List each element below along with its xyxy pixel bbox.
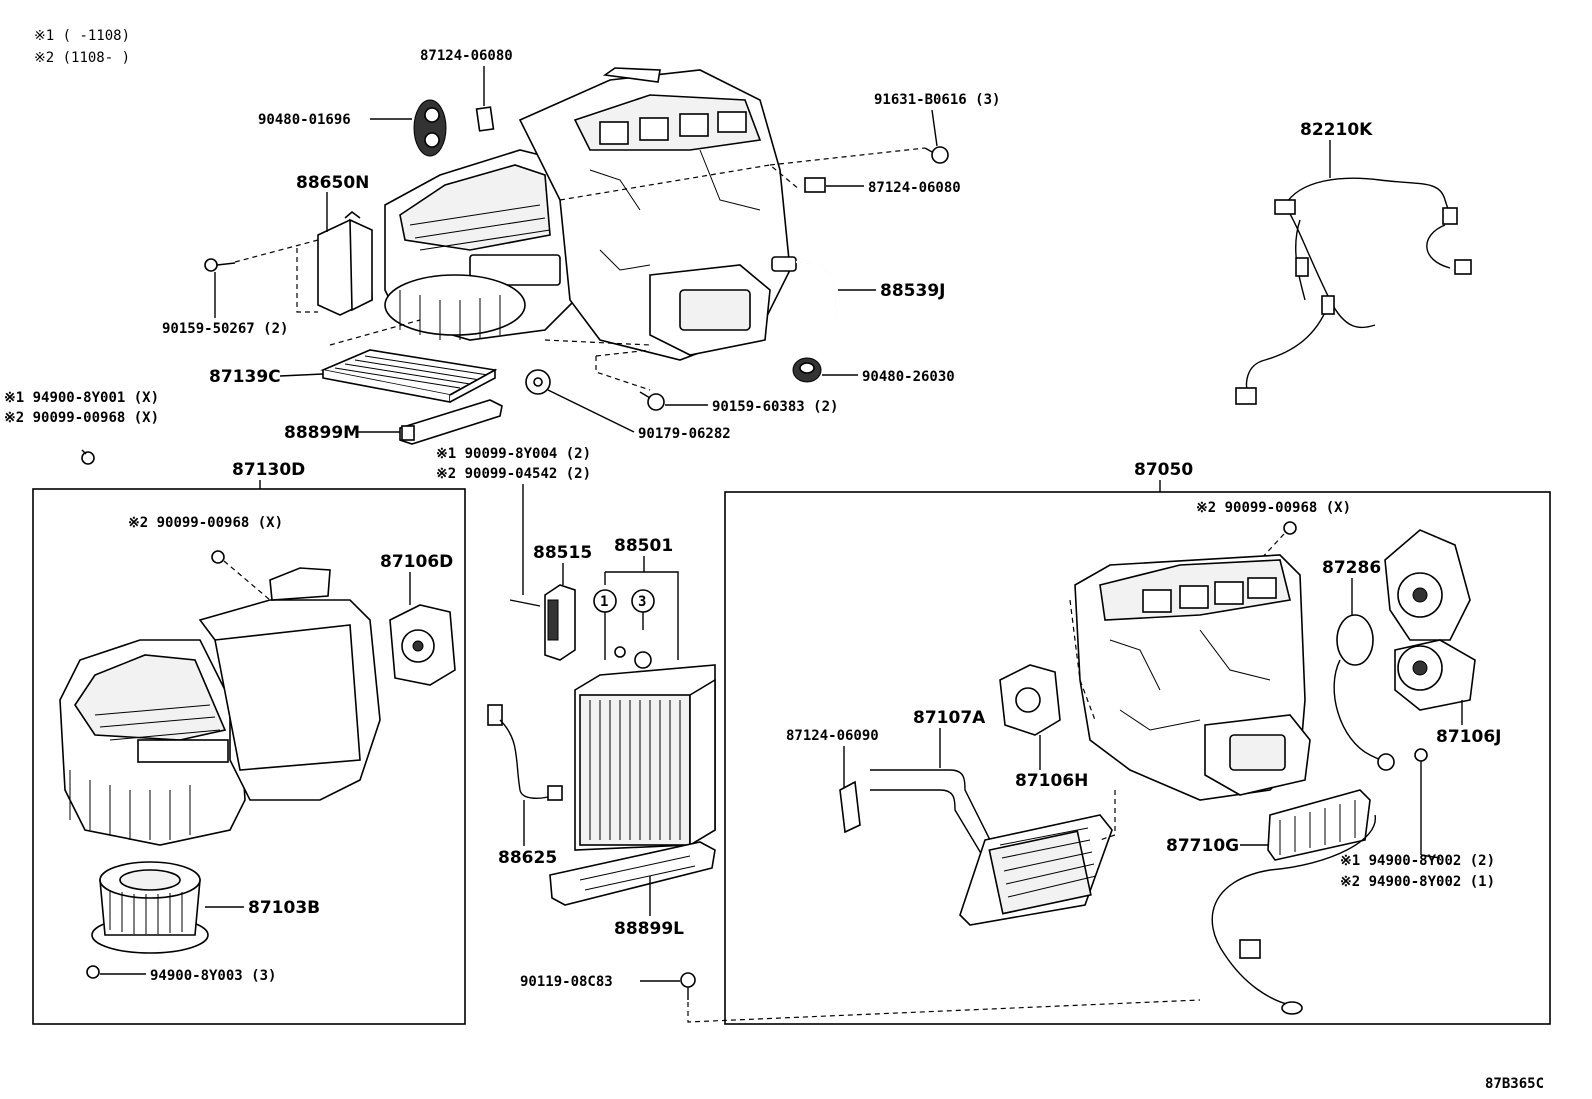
thermistor-88625: [487, 704, 563, 801]
label-87139c[interactable]: 87139C: [209, 367, 281, 387]
label-90099-00968-box1[interactable]: ※2 90099-00968 (X): [128, 515, 283, 531]
servo-motor-87106d: [389, 604, 456, 686]
evaporator-88501: [574, 664, 716, 851]
label-88899m[interactable]: 88899M: [284, 423, 360, 443]
grommet-90480-26030: [792, 357, 822, 383]
label-94900-8y001[interactable]: ※1 94900-8Y001 (X): [4, 390, 159, 406]
label-90179-06282[interactable]: 90179-06282: [638, 426, 731, 442]
heater-core-87107a: [870, 769, 1113, 926]
pad-87124-06080-top: [475, 106, 495, 132]
amplifier-88650n: [317, 210, 373, 316]
label-87103b[interactable]: 87103B: [248, 898, 320, 918]
screw-94900-8y003: [86, 965, 100, 979]
air-filter-87139c: [320, 349, 498, 403]
screw-90159-60383: [639, 391, 665, 411]
callout-1-text: 1: [600, 594, 608, 610]
label-87106d[interactable]: 87106D: [380, 552, 453, 572]
pad-87124-06090: [839, 780, 861, 834]
note-1: ※1 ( -1108): [34, 28, 130, 44]
cover-88899m: [399, 399, 503, 445]
group-box-87050: [724, 491, 1551, 1025]
label-90480-26030[interactable]: 90480-26030: [862, 369, 955, 385]
wire-harness-82210k: [1235, 177, 1472, 405]
label-88515[interactable]: 88515: [533, 543, 592, 563]
label-87124-06080-right[interactable]: 87124-06080: [868, 180, 961, 196]
nut-90179-06282: [525, 369, 551, 395]
grommet-90480-01696: [413, 99, 447, 157]
label-90119-08c83[interactable]: 90119-08C83: [520, 974, 613, 990]
label-82210k[interactable]: 82210K: [1300, 120, 1373, 140]
drain-hose-88539j: [771, 256, 838, 361]
label-87710g[interactable]: 87710G: [1166, 836, 1239, 856]
screw-94900-8y001: [81, 449, 95, 465]
label-94900-8y002-b[interactable]: ※2 94900-8Y002 (1): [1340, 874, 1495, 890]
screw-94900-8y002: [1414, 748, 1428, 762]
label-87124-06090[interactable]: 87124-06090: [786, 728, 879, 744]
label-87124-06080-top[interactable]: 87124-06080: [420, 48, 513, 64]
group-box-87130d: [32, 488, 466, 1025]
label-87107a[interactable]: 87107A: [913, 708, 986, 728]
label-94900-8y002-a[interactable]: ※1 94900-8Y002 (2): [1340, 853, 1495, 869]
cover-88899l: [549, 841, 716, 906]
expansion-valve-88515: [544, 584, 576, 661]
label-88501[interactable]: 88501: [614, 536, 673, 556]
label-90159-60383[interactable]: 90159-60383 (2): [712, 399, 838, 415]
heater-blower-assembly-illustration: [384, 67, 791, 361]
label-88650n[interactable]: 88650N: [296, 173, 369, 193]
label-94900-8y003[interactable]: 94900-8Y003 (3): [150, 968, 276, 984]
pad-87124-06080-right: [804, 177, 826, 193]
note-2: ※2 (1108- ): [34, 50, 130, 66]
label-90099-00968-box2[interactable]: ※2 90099-00968 (X): [1196, 500, 1351, 516]
figure-code: 87B365C: [1485, 1076, 1544, 1092]
label-91631-b0616[interactable]: 91631-B0616 (3): [874, 92, 1000, 108]
servo-motor-87106h: [999, 664, 1061, 736]
bolt-90099-8y004: [509, 599, 541, 607]
label-90099-00968-left[interactable]: ※2 90099-00968 (X): [4, 410, 159, 426]
blower-motor-plate-87286: [1333, 614, 1395, 771]
screw-90159-50267: [204, 258, 236, 272]
label-87130d[interactable]: 87130D: [232, 460, 305, 480]
label-87286[interactable]: 87286: [1322, 558, 1381, 578]
callout-3-text: 3: [638, 594, 646, 610]
label-87106j[interactable]: 87106J: [1436, 727, 1501, 747]
label-88625[interactable]: 88625: [498, 848, 557, 868]
screw-90099-00968-box2: [1283, 521, 1297, 535]
label-88539j[interactable]: 88539J: [880, 281, 945, 301]
blower-case-87130d-illustration: [59, 567, 381, 846]
servo-motor-87106j: [1384, 529, 1476, 711]
label-90099-04542[interactable]: ※2 90099-04542 (2): [436, 466, 591, 482]
label-90099-8y004[interactable]: ※1 90099-8Y004 (2): [436, 446, 591, 462]
evaporator-sub-87710g: [1211, 789, 1376, 1015]
label-87050[interactable]: 87050: [1134, 460, 1193, 480]
label-90480-01696[interactable]: 90480-01696: [258, 112, 351, 128]
blower-motor-87103b: [91, 861, 209, 954]
heater-case-87050-illustration: [1069, 554, 1311, 801]
bolt-90119-08c83: [680, 972, 696, 1000]
label-87106h[interactable]: 87106H: [1015, 771, 1088, 791]
screw-90099-00968-box1: [211, 550, 225, 564]
label-88899l[interactable]: 88899L: [614, 919, 684, 939]
screw-91631-b0616: [924, 146, 949, 164]
label-90159-50267[interactable]: 90159-50267 (2): [162, 321, 288, 337]
